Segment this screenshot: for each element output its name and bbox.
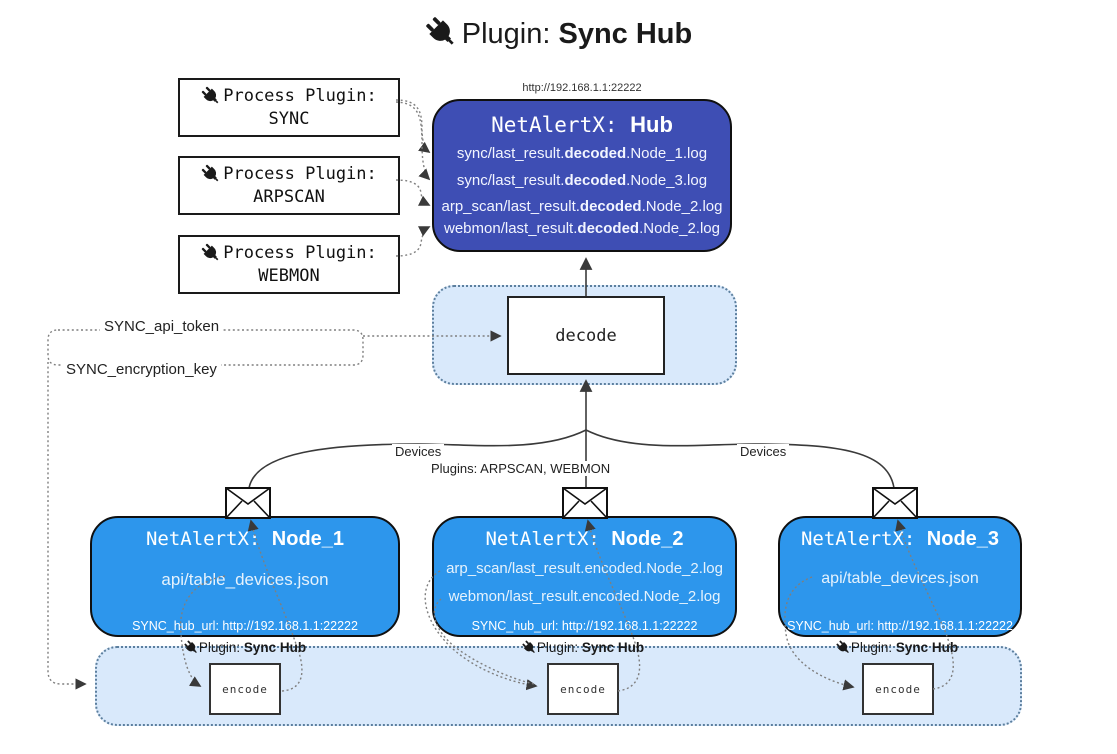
node-title-prefix: NetAlertX: <box>800 528 927 550</box>
plug-icon <box>201 86 221 106</box>
envelope-icon <box>562 487 608 519</box>
bar-plugin-prefix: Plugin: <box>850 640 896 655</box>
log-post: .Node_2.log <box>641 198 723 215</box>
edge-node1-to-junction <box>248 429 587 489</box>
log-pre: sync/last_result. <box>456 172 565 189</box>
process-plugin-label-row: Process Plugin: <box>201 242 377 265</box>
sync-encryption-key-label: SYNC_encryption_key <box>62 361 221 378</box>
envelope-icon <box>225 487 271 519</box>
bar-plugin-prefix: Plugin: <box>536 640 582 655</box>
node-file: webmon/last_result.encoded.Node_2.log <box>448 588 721 605</box>
node-hub-url: SYNC_hub_url: http://192.168.1.1:22222 <box>132 619 358 633</box>
log-bold: decoded <box>564 172 627 189</box>
process-plugin-name: WEBMON <box>258 265 320 286</box>
process-plugin-label: Process Plugin: <box>223 242 377 263</box>
plug-icon <box>522 640 537 655</box>
process-plugin-label-row: Process Plugin: <box>201 163 377 186</box>
encode-box: encode <box>862 663 934 715</box>
process-plugin-box-webmon: Process Plugin: WEBMON <box>178 235 400 294</box>
process-plugin-box-arpscan: Process Plugin: ARPSCAN <box>178 156 400 215</box>
bar-plugin-bold: Sync Hub <box>243 640 307 655</box>
node-title: NetAlertX: Node_3 <box>780 528 1020 551</box>
log-post: .Node_2.log <box>639 220 720 237</box>
bar-plugin-label: Plugin: Sync Hub <box>522 640 644 655</box>
devices-label-right: Devices <box>737 444 790 459</box>
plug-icon <box>184 640 199 655</box>
log-pre: webmon/last_result. <box>444 220 578 237</box>
node-file: arp_scan/last_result.encoded.Node_2.log <box>446 560 723 577</box>
node-3-box: NetAlertX: Node_3 api/table_devices.json… <box>778 516 1022 637</box>
log-bold: decoded <box>577 220 640 237</box>
hub-log-line: arp_scan/last_result.decoded.Node_2.log <box>434 198 730 215</box>
hub-url-label: http://192.168.1.1:22222 <box>522 82 642 94</box>
page-title: Plugin: Sync Hub <box>0 16 1117 51</box>
bar-plugin-label: Plugin: Sync Hub <box>836 640 958 655</box>
page-title-prefix: Plugin: <box>461 18 559 50</box>
process-plugin-label: Process Plugin: <box>223 85 377 106</box>
node-title-bold: Node_1 <box>271 528 345 550</box>
hub-log-line: sync/last_result.decoded.Node_3.log <box>434 172 730 189</box>
edge-webmon-to-log4 <box>395 226 431 257</box>
log-bold: decoded <box>579 198 642 215</box>
log-post: .Node_3.log <box>626 172 708 189</box>
encode-box: encode <box>547 663 619 715</box>
node-title-bold: Node_2 <box>611 528 684 550</box>
hub-title-bold: Hub <box>630 112 673 137</box>
edge-secrets-to-bar <box>47 362 87 690</box>
process-plugin-label: Process Plugin: <box>223 163 377 184</box>
process-plugin-box-sync: Process Plugin: SYNC <box>178 78 400 137</box>
hub-log-line: webmon/last_result.decoded.Node_2.log <box>434 220 730 237</box>
node-file: api/table_devices.json <box>821 570 979 587</box>
node-title-prefix: NetAlertX: <box>485 528 612 550</box>
hub-log-line: sync/last_result.decoded.Node_1.log <box>434 145 730 162</box>
plugins-label-center: Plugins: ARPSCAN, WEBMON <box>428 461 614 476</box>
encode-box: encode <box>209 663 281 715</box>
node-title: NetAlertX: Node_1 <box>92 528 398 551</box>
envelope-icon <box>872 487 918 519</box>
plug-icon <box>836 640 851 655</box>
plug-icon <box>425 16 458 49</box>
node-title: NetAlertX: Node_2 <box>434 528 735 551</box>
log-bold: decoded <box>564 145 627 162</box>
page-title-bold: Sync Hub <box>558 18 693 50</box>
node-file: api/table_devices.json <box>161 570 329 589</box>
bar-plugin-bold: Sync Hub <box>581 640 645 655</box>
hub-box: NetAlertX: Hub sync/last_result.decoded.… <box>432 99 732 252</box>
node-title-bold: Node_3 <box>926 528 1000 550</box>
plug-icon <box>201 243 221 263</box>
decode-box: decode <box>507 296 665 375</box>
log-pre: arp_scan/last_result. <box>441 198 580 215</box>
edge-sync-to-log1 <box>395 99 431 154</box>
devices-label-left: Devices <box>392 444 445 459</box>
node-title-prefix: NetAlertX: <box>145 528 272 550</box>
process-plugin-name: SYNC <box>268 108 310 129</box>
plug-icon <box>201 164 221 184</box>
sync-api-token-label: SYNC_api_token <box>100 318 224 335</box>
node-1-box: NetAlertX: Node_1 api/table_devices.json… <box>90 516 400 637</box>
node-hub-url: SYNC_hub_url: http://192.168.1.1:22222 <box>787 619 1013 633</box>
edge-secrets-loop <box>47 329 364 366</box>
bar-plugin-prefix: Plugin: <box>198 640 244 655</box>
hub-title: NetAlertX: Hub <box>434 112 730 138</box>
node-hub-url: SYNC_hub_url: http://192.168.1.1:22222 <box>471 619 698 633</box>
log-pre: sync/last_result. <box>456 145 565 162</box>
edge-arpscan-to-log3 <box>395 179 431 206</box>
edge-sync-to-log2 <box>395 101 431 181</box>
bar-plugin-bold: Sync Hub <box>895 640 959 655</box>
log-post: .Node_1.log <box>626 145 708 162</box>
hub-title-prefix: NetAlertX: <box>491 113 631 137</box>
process-plugin-name: ARPSCAN <box>253 186 325 207</box>
process-plugin-label-row: Process Plugin: <box>201 85 377 108</box>
edge-node3-to-junction <box>585 429 895 489</box>
bar-plugin-label: Plugin: Sync Hub <box>184 640 306 655</box>
node-2-box: NetAlertX: Node_2 arp_scan/last_result.e… <box>432 516 737 637</box>
